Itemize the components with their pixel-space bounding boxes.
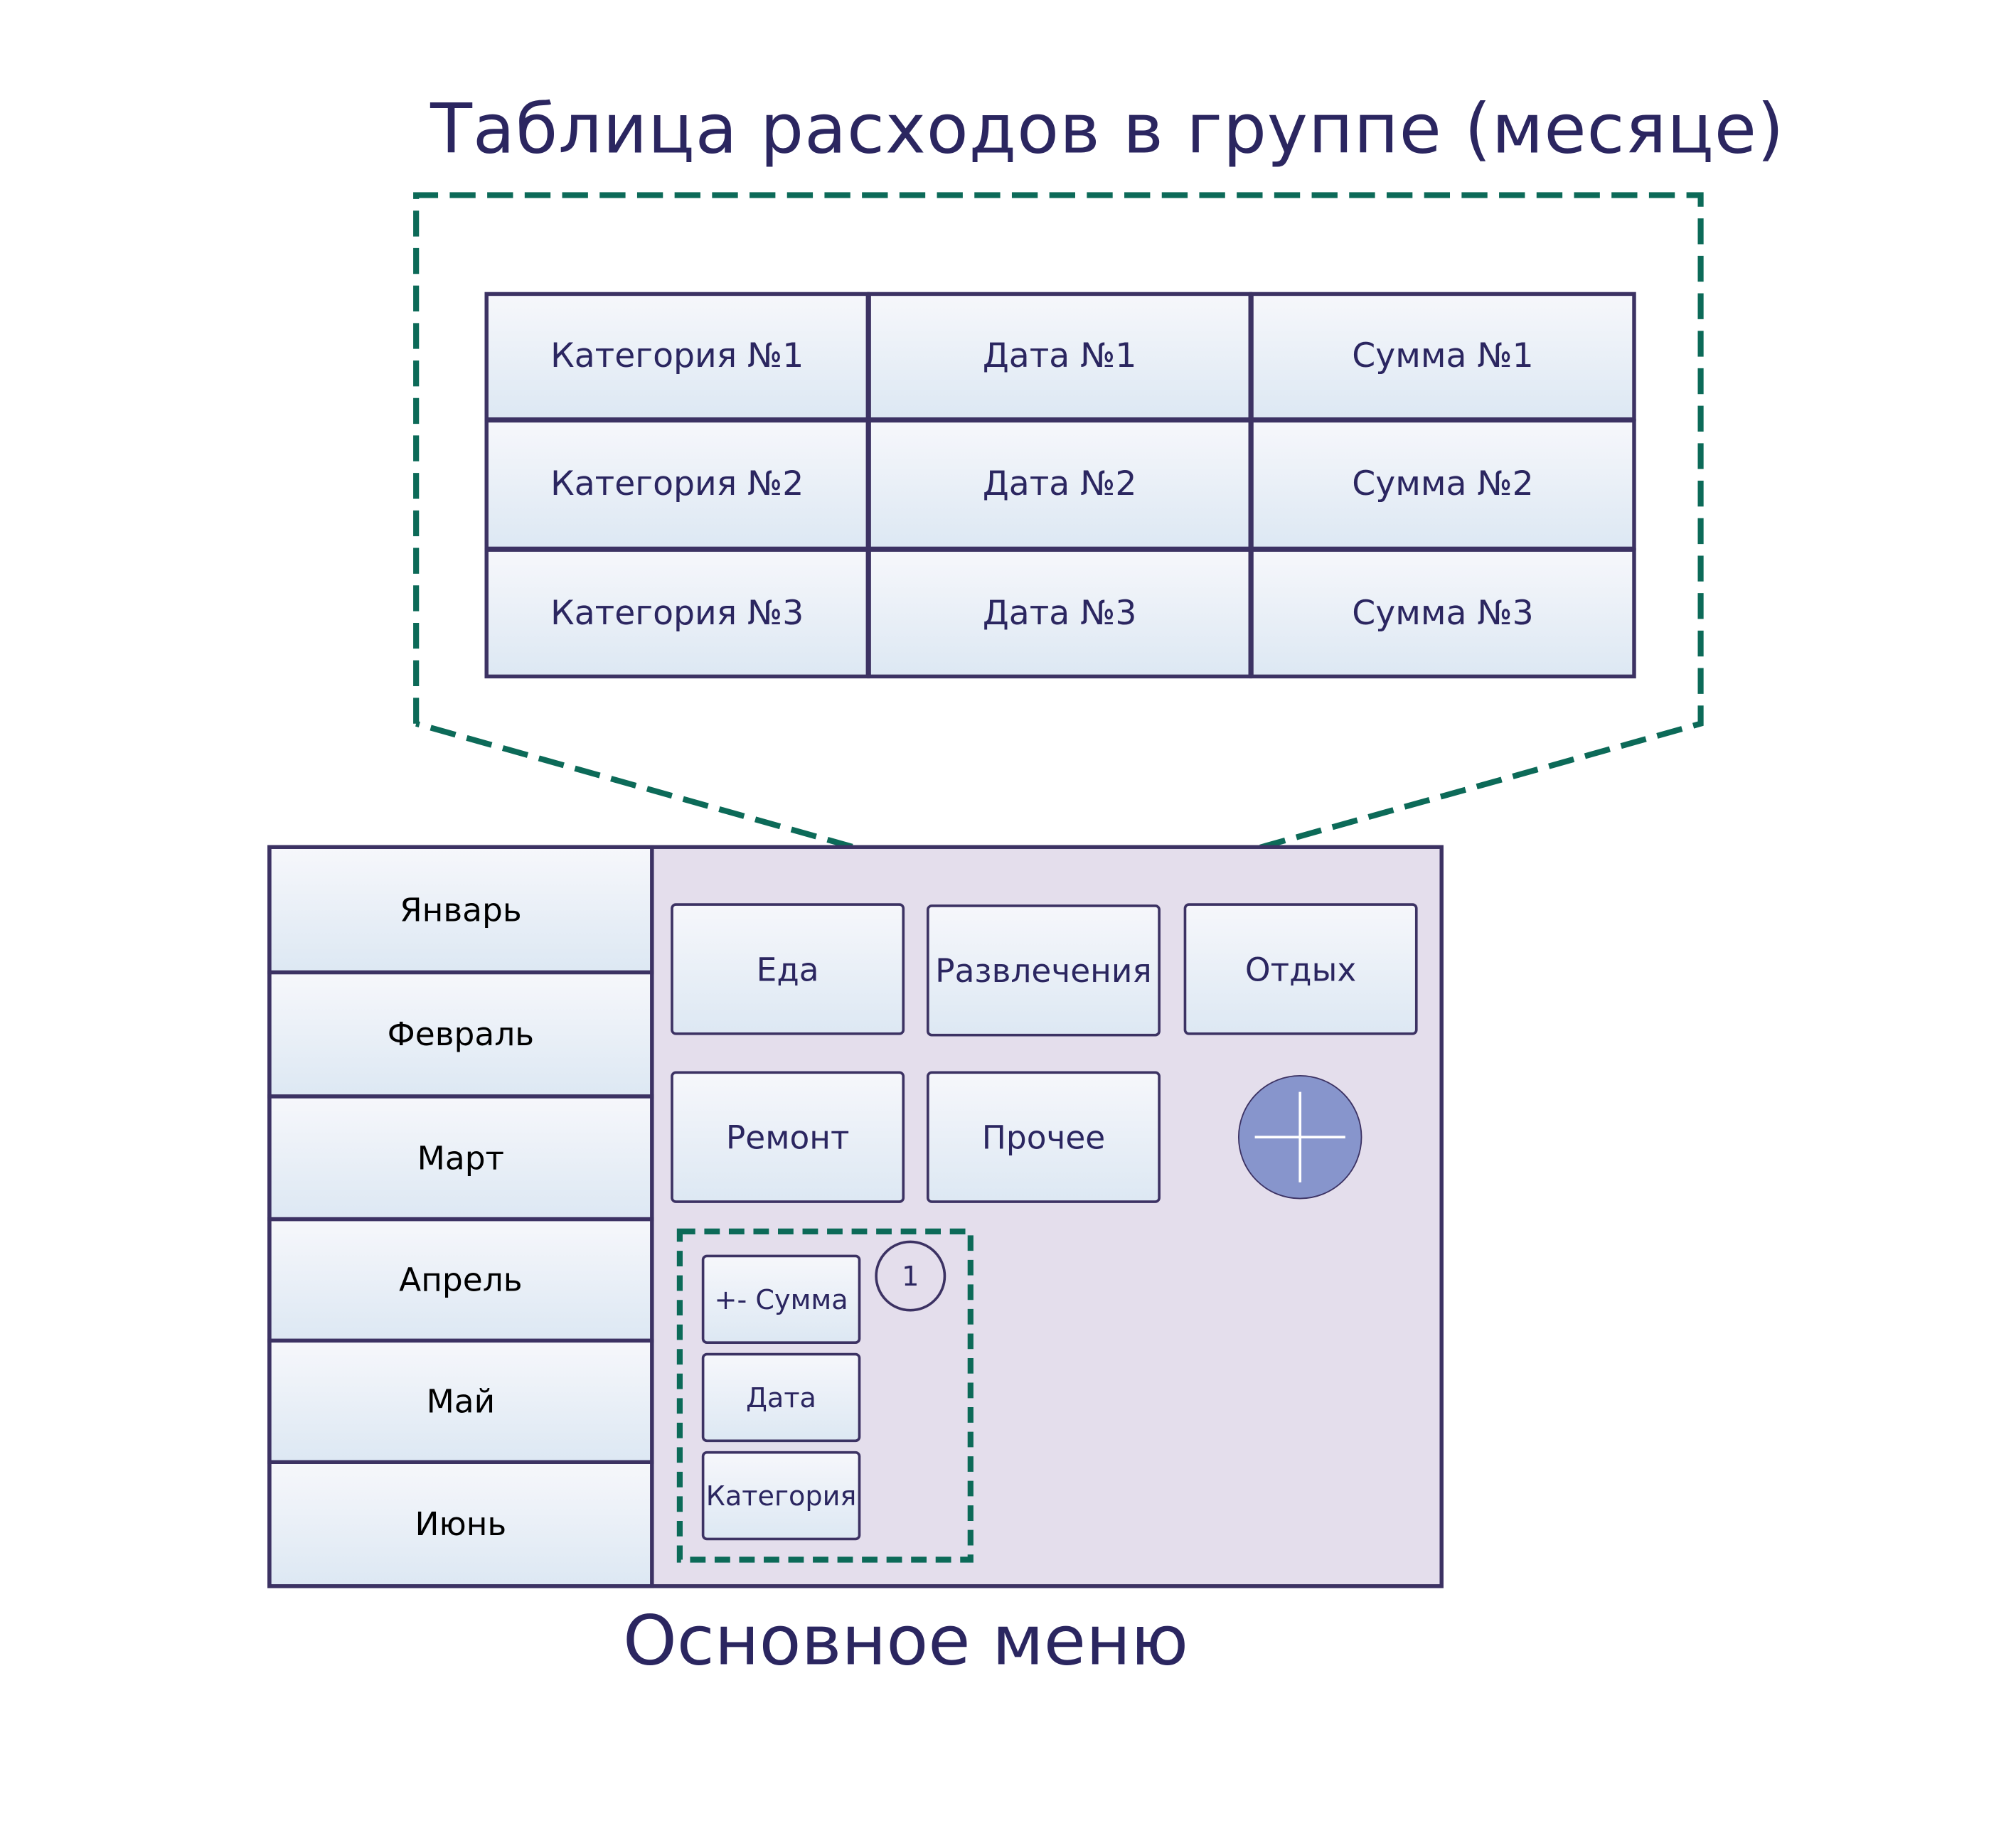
table-cell-date[interactable]: Дата №1 (867, 292, 1252, 422)
table-title: Таблица расходов в группе (месяце) (430, 90, 1785, 170)
table-cell-category[interactable]: Категория №1 (484, 292, 870, 422)
sidebar-item-march[interactable]: Март (267, 1094, 654, 1222)
add-category-button[interactable] (1237, 1074, 1362, 1200)
date-button[interactable]: Дата (701, 1352, 861, 1443)
sidebar-item-may[interactable]: Май (267, 1338, 654, 1465)
amount-adjust-button[interactable]: +- Сумма (701, 1254, 861, 1344)
table-cell-category[interactable]: Категория №3 (484, 548, 870, 679)
sidebar-item-april[interactable]: Апрель (267, 1217, 654, 1343)
table-cell-category[interactable]: Категория №2 (484, 418, 870, 551)
table-cell-date[interactable]: Дата №2 (867, 418, 1252, 551)
sidebar-item-february[interactable]: Февраль (267, 970, 654, 1099)
table-cell-sum[interactable]: Сумма №2 (1249, 418, 1636, 551)
table-cell-sum[interactable]: Сумма №3 (1249, 548, 1636, 679)
main-menu-caption: Основное меню (622, 1602, 1189, 1682)
category-button-repair[interactable]: Ремонт (671, 1071, 905, 1203)
category-select-button[interactable]: Категория (701, 1451, 861, 1541)
sidebar-item-june[interactable]: Июнь (267, 1460, 654, 1588)
category-button-rest[interactable]: Отдых (1183, 903, 1418, 1035)
step-number-badge: 1 (875, 1240, 946, 1312)
category-button-food[interactable]: Еда (671, 903, 905, 1035)
category-button-entertainment[interactable]: Развлечения (927, 904, 1161, 1037)
category-button-other[interactable]: Прочее (927, 1071, 1161, 1203)
sidebar-item-january[interactable]: Январь (267, 845, 654, 975)
table-cell-sum[interactable]: Сумма №1 (1249, 292, 1636, 422)
table-cell-date[interactable]: Дата №3 (867, 548, 1252, 679)
